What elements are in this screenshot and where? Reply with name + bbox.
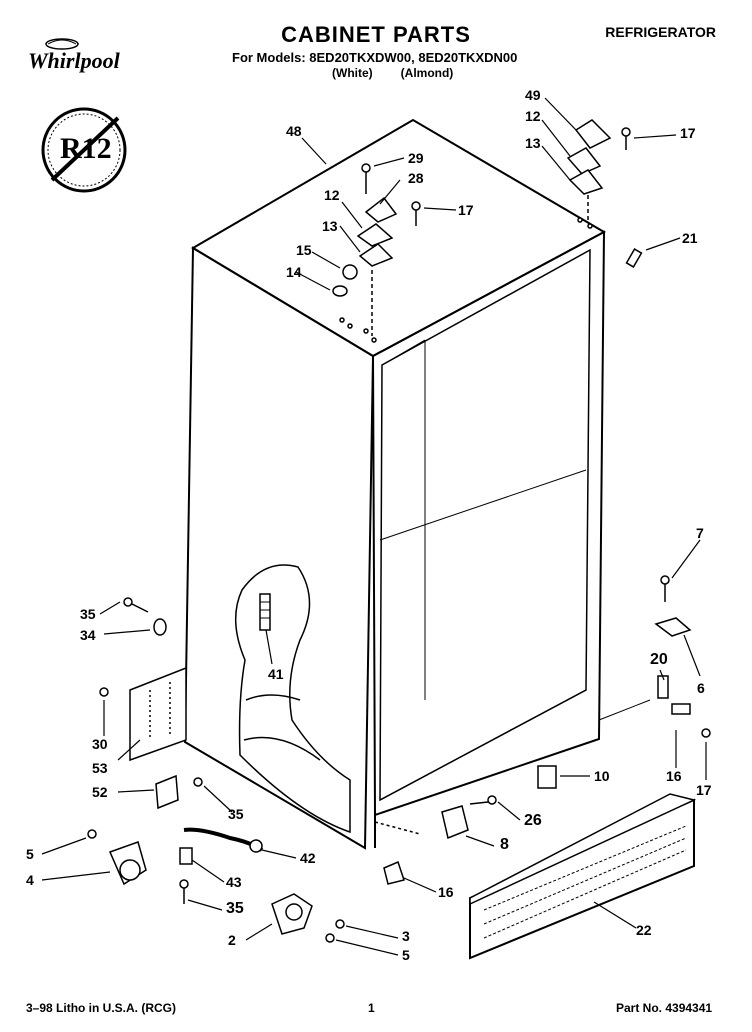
callout-26: 26 [524,812,542,829]
callout-15: 15 [296,242,312,258]
callout-48: 48 [286,123,302,139]
callout-21: 21 [682,230,698,246]
callout-35-lower: 35 [226,900,244,917]
cabinet-body [183,118,651,850]
callout-5-left: 5 [26,846,34,862]
whirlpool-logo: Whirlpool [24,36,152,78]
callout-8: 8 [500,836,509,853]
footer-page-number: 1 [368,1001,375,1015]
callout-22: 22 [636,922,652,938]
logo-text: Whirlpool [28,48,120,73]
callout-28: 28 [408,170,424,186]
callout-49: 49 [525,87,541,103]
appliance-type: REFRIGERATOR [605,24,716,40]
callout-6: 6 [697,680,705,696]
callout-52: 52 [92,784,108,800]
page-title: CABINET PARTS [281,22,471,47]
top-hinge-right [566,119,643,268]
left-lower-parts [87,597,345,943]
callout-14: 14 [286,264,302,280]
colors-line: (White) (Almond) [332,66,454,80]
callout-7: 7 [696,525,704,541]
callout-43: 43 [226,874,242,890]
toe-grille [469,793,697,960]
callout-17-lower: 17 [696,782,712,798]
cabinet-cutaway [234,564,351,834]
callout-16-right: 16 [666,768,682,784]
callout-12-right: 12 [525,108,541,124]
callout-10: 10 [594,768,610,784]
callout-13-left: 13 [322,218,338,234]
callout-12-left: 12 [324,187,340,203]
top-hinge-left [332,163,421,343]
callout-35-middle: 35 [228,806,244,822]
logo-graphic [45,38,79,50]
leader-lines [41,97,707,956]
callout-34: 34 [80,627,96,643]
callout-42: 42 [300,850,316,866]
callout-35-upper: 35 [80,606,96,622]
callout-29: 29 [408,150,424,166]
callout-13-right: 13 [525,135,541,151]
callout-41: 41 [268,666,284,682]
callout-30: 30 [92,736,108,752]
r12-badge-text: R12 [60,132,112,165]
callout-5-right: 5 [402,947,410,963]
drain-tube [259,593,271,631]
bottom-parts [374,765,557,885]
callout-3: 3 [402,928,410,944]
callout-53: 53 [92,760,108,776]
r12-badge [41,107,127,193]
footer-part-number: Part No. 4394341 [616,1001,713,1015]
callout-20: 20 [650,651,668,668]
callout-2: 2 [228,932,236,948]
footer-litho: 3–98 Litho in U.S.A. (RCG) [26,1001,177,1015]
callout-17-mid: 17 [458,202,474,218]
models-line: For Models: 8ED20TKXDW00, 8ED20TKXDN00 [232,50,518,65]
lower-hinge-right [654,575,711,738]
callout-16-bottom: 16 [438,884,454,900]
callout-17-top: 17 [680,125,696,141]
callout-4: 4 [26,872,34,888]
